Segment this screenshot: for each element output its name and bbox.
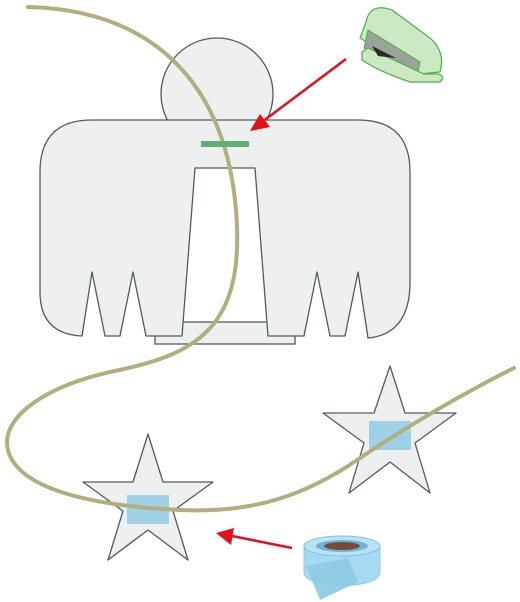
arrowhead-staple xyxy=(250,114,270,131)
staple-mark xyxy=(201,141,249,147)
stapler-icon xyxy=(359,7,444,83)
arrowhead-star xyxy=(216,528,234,545)
arrow-to-star xyxy=(231,534,293,550)
ghost-body xyxy=(39,119,411,339)
arrow-to-staple xyxy=(261,57,347,124)
tape-roll-icon xyxy=(303,535,381,600)
hanging-string xyxy=(5,5,516,513)
